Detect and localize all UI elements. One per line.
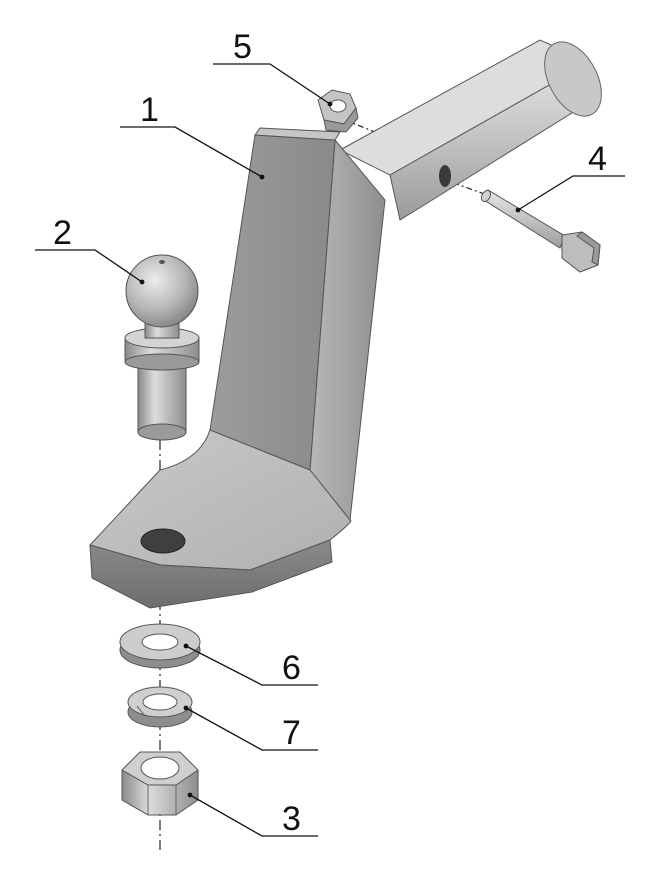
callout-1: 1 bbox=[140, 91, 159, 129]
ball-mount-part bbox=[89, 39, 602, 609]
leader-line-3 bbox=[189, 794, 318, 837]
bolt-nut-part bbox=[317, 89, 359, 133]
leader-lines bbox=[35, 63, 625, 837]
leader-line-4 bbox=[517, 175, 625, 211]
tow-ball-part bbox=[124, 254, 200, 441]
leader-line-5 bbox=[213, 63, 331, 105]
leader-line-6 bbox=[185, 645, 318, 686]
callout-6: 6 bbox=[282, 649, 301, 687]
flat-washer-part bbox=[119, 623, 201, 669]
leader-line-1 bbox=[120, 126, 263, 178]
callout-4: 4 bbox=[588, 140, 607, 178]
bolt-part bbox=[480, 189, 601, 273]
callout-5: 5 bbox=[233, 28, 252, 66]
ball-nut-part bbox=[121, 751, 199, 816]
leader-line-7 bbox=[185, 707, 318, 751]
callout-2: 2 bbox=[53, 214, 72, 252]
leader-dots bbox=[139, 101, 521, 798]
callout-7: 7 bbox=[282, 714, 301, 752]
leader-line-2 bbox=[35, 249, 143, 283]
lock-washer-part bbox=[127, 686, 193, 728]
callout-3: 3 bbox=[282, 800, 301, 838]
callout-labels: 1 2 3 4 5 6 7 bbox=[53, 28, 607, 838]
